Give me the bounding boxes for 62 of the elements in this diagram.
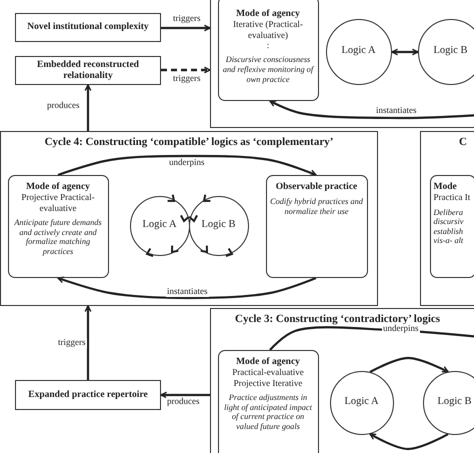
agency-box [430, 174, 474, 278]
edge-label: underpins [382, 324, 420, 334]
arrow [369, 356, 449, 373]
edge-label: instantiates [375, 106, 418, 116]
description: Anticipate future demands and actively create and formalize matching practices [13, 218, 103, 256]
cycle-title: Cycle 3: Constructing ‘contradictory’ logics [235, 313, 442, 325]
heading: Mode of agency [25, 182, 91, 192]
edge-label: triggers [172, 74, 202, 84]
description: Practice adjustments in light of anticipated impact of current practice on valued future goals [223, 393, 313, 432]
heading: Novel institutional complexity [27, 22, 149, 33]
arrow [57, 276, 316, 300]
arrow [84, 305, 92, 380]
logic-circle [188, 196, 248, 256]
arrow [269, 100, 474, 120]
logic-circle [326, 18, 392, 84]
edge-label: produces [46, 101, 80, 111]
agency-box [218, 0, 318, 100]
edge-label: triggers [172, 14, 202, 24]
factor-box [15, 13, 161, 42]
cycle-title: Cycle 4: Constructing ‘compatible’ logics as ‘complementary’ [44, 136, 334, 149]
arrow [161, 24, 211, 32]
edge-label: instantiates [166, 287, 208, 297]
practice-box [266, 174, 368, 278]
agency-type: Projective Practical-evaluative [20, 192, 96, 214]
arrow [160, 392, 210, 398]
agency-type: Practical-evaluative Projective Iterative [231, 367, 305, 388]
logic-circle [418, 18, 474, 84]
heading: Mode of agency [235, 356, 301, 368]
cycle-title: C [459, 136, 468, 149]
arrow [391, 48, 419, 56]
heading: Embedded reconstructed relationality [36, 60, 140, 82]
agency-type: : [266, 40, 270, 50]
edge-label: produces [166, 397, 200, 407]
heading: Observable practice [274, 182, 358, 192]
agency-type: Logic A [341, 45, 376, 58]
logic-circle [130, 196, 190, 256]
cycle-panel [420, 131, 474, 306]
agency-box [218, 350, 318, 453]
logic-circle [330, 370, 394, 434]
arrow [84, 84, 92, 131]
agency-type: Practica It [434, 192, 472, 203]
agency-type: Logic B [201, 219, 236, 232]
logic-circle [422, 370, 474, 434]
factor-box [15, 56, 161, 85]
dashed-arrow [161, 66, 211, 74]
edge-label: underpins [168, 158, 206, 168]
description: Delibera discursiv establish vis-a- alt [434, 208, 464, 246]
agency-box [8, 174, 108, 278]
description: Codify hybrid practices and normalize their use [270, 197, 364, 216]
agency-type: Logic A [142, 219, 177, 232]
description: Discursive consciousness and reflexive monitoring of own practice [222, 55, 314, 84]
arrow [369, 433, 449, 450]
heading: Mode [434, 182, 458, 192]
agency-type: Logic A [344, 396, 379, 409]
agency-type: Iterative (Practical-evaluative) [232, 19, 304, 40]
edge-label: triggers [57, 338, 86, 348]
arrow [58, 154, 317, 176]
outcome-box [15, 380, 161, 410]
agency-type: Logic B [437, 396, 472, 409]
heading: Expanded practice repertoire [28, 390, 148, 400]
agency-type: Logic B [433, 45, 468, 58]
heading: Mode of agency [235, 8, 301, 20]
